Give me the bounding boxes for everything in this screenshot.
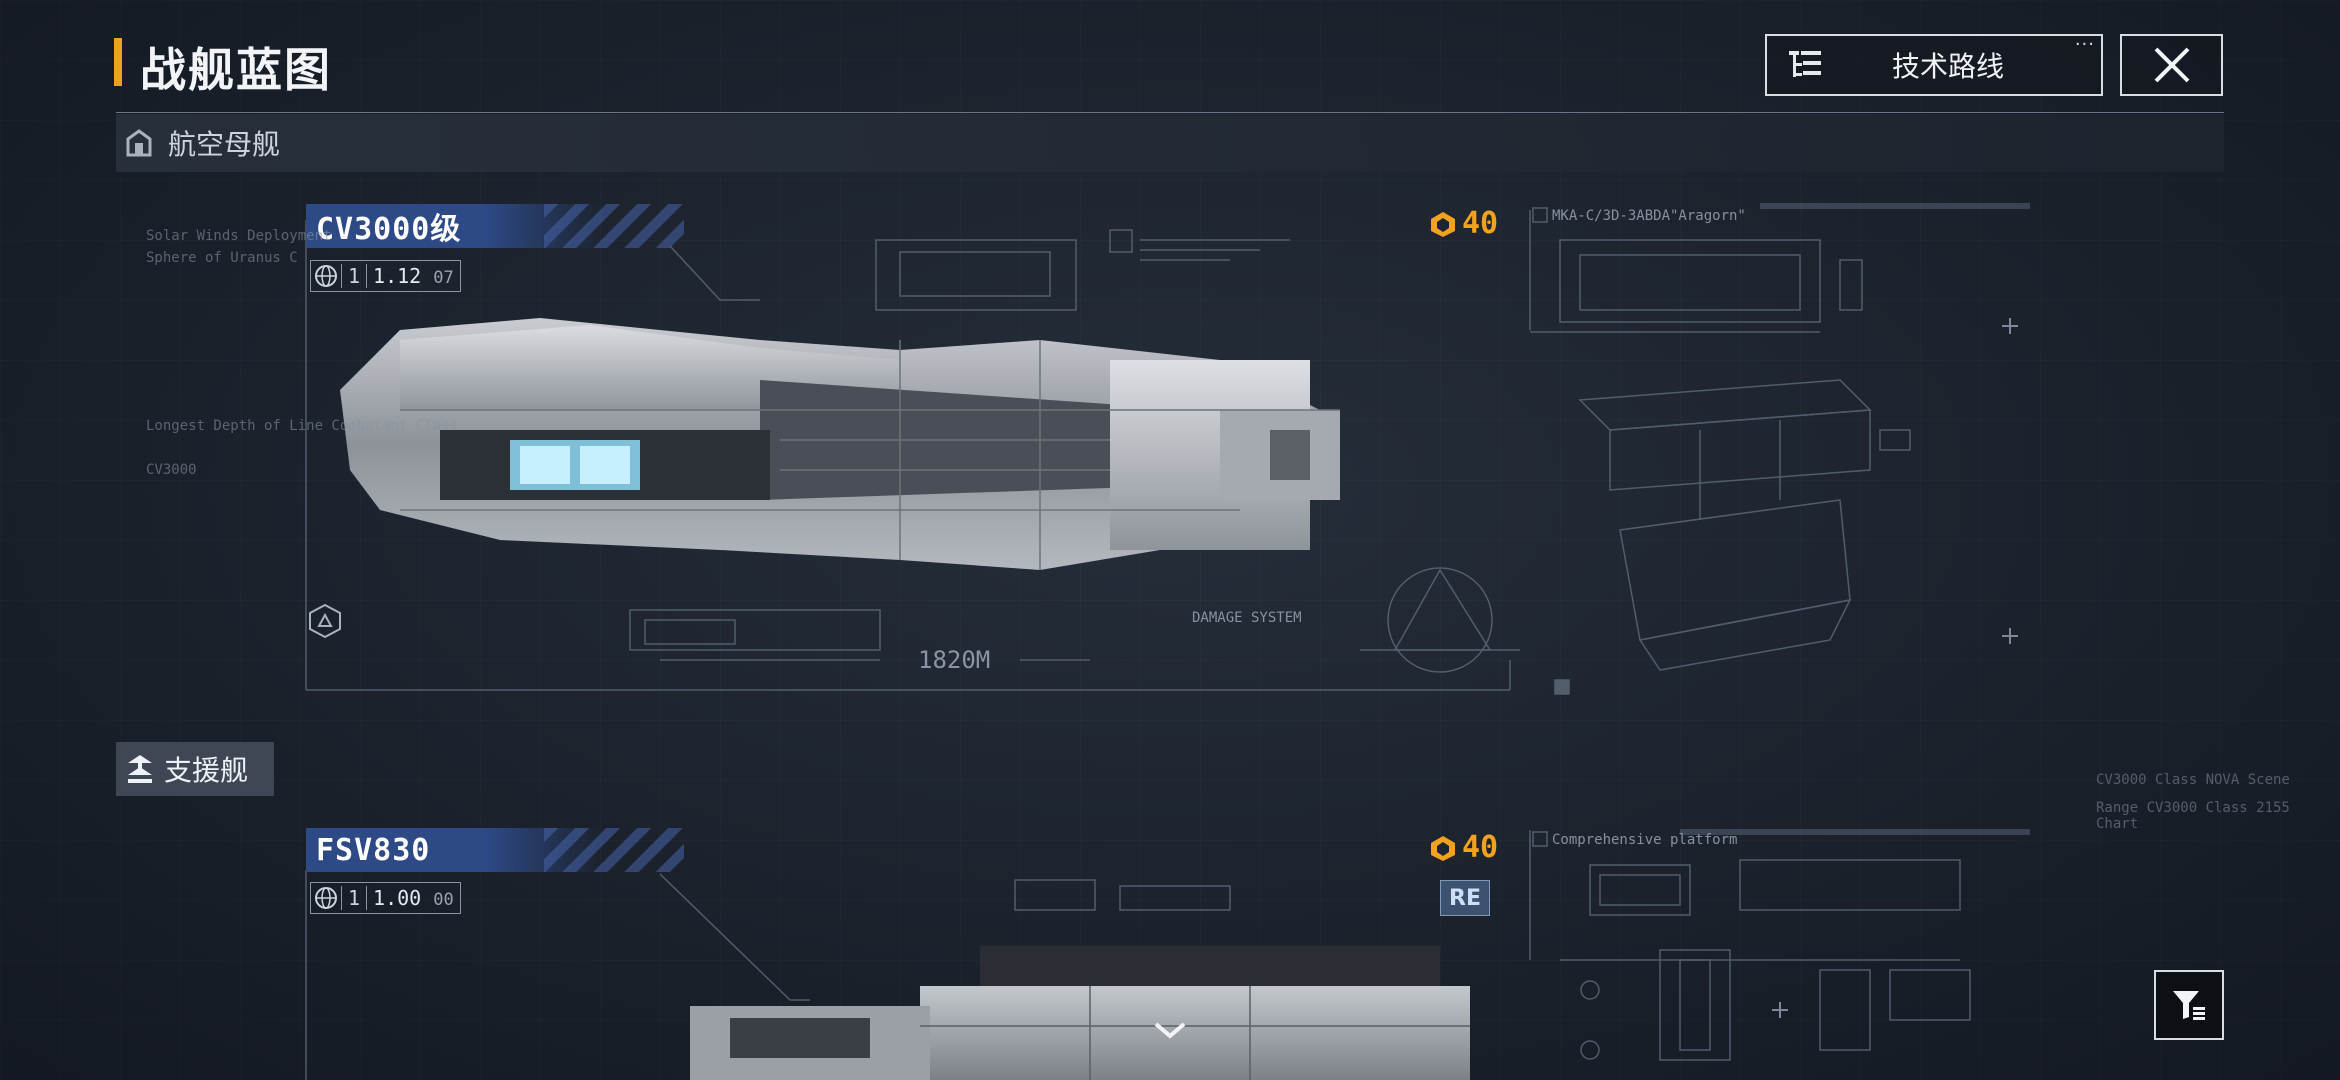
- tree-list-icon: [1789, 51, 1821, 77]
- ship-1-tier: 1: [341, 264, 368, 288]
- triangle-icon: [317, 612, 333, 627]
- ship-2-name-bar[interactable]: FSV830: [306, 828, 684, 872]
- tech-route-button[interactable]: 技术路线 ···: [1765, 34, 2103, 96]
- category-bar-carrier: 航空母舰: [116, 114, 2224, 172]
- ship-1-blueprint-tag: MKA-C/3D-3ABDA"Aragorn": [1552, 208, 1746, 224]
- ship-2-cost-value: 40: [1462, 830, 1499, 865]
- cost-crest-icon: [1431, 835, 1455, 861]
- ship-1-view-toggle[interactable]: [308, 604, 342, 638]
- ship-2-stripes: [544, 828, 684, 872]
- hangar-icon: [126, 129, 152, 157]
- ship-2-caption-1: CV3000 Class NOVA Scene: [2096, 772, 2290, 788]
- filter-button[interactable]: [2154, 970, 2224, 1040]
- ship-2-blueprint-tag: Comprehensive platform: [1552, 832, 1738, 848]
- ship-1-name: CV3000级: [316, 212, 462, 247]
- chevron-down-icon[interactable]: [1150, 1016, 1190, 1046]
- ship-2-re-badge: RE: [1440, 880, 1490, 916]
- ship-2-caption-2: Range CV3000 Class 2155 Chart: [2096, 800, 2290, 832]
- ship-1-caption-2: Sphere of Uranus C: [146, 250, 298, 266]
- ship-1-stats: 1 1.12 07: [310, 260, 461, 292]
- section-tab-support[interactable]: 支援舰: [116, 742, 274, 796]
- corner-dots: ···: [2074, 34, 2095, 55]
- ship-1-version: 1.12 07: [367, 264, 460, 288]
- ship-1-caption-1: Solar Winds Deployment: [146, 228, 332, 244]
- ship-1-cost-value: 40: [1462, 206, 1499, 241]
- ship-2-version-main: 1.00: [373, 886, 422, 910]
- ship-2-cost: 40: [1428, 830, 1498, 865]
- ship-2-stats: 1 1.00 00: [310, 882, 461, 914]
- ship-1-stripes: [544, 204, 684, 248]
- support-ship-icon: [128, 755, 152, 783]
- ship-1-caption-4: CV3000: [146, 462, 197, 478]
- ship-fsv830-model: [690, 946, 1470, 1080]
- filter-icon: [2173, 991, 2205, 1020]
- tech-route-label: 技术路线: [1891, 50, 2004, 83]
- ship-1-caption-3: Longest Depth of Line Combatant Class: [146, 418, 458, 434]
- close-button[interactable]: [2120, 34, 2223, 96]
- ship-1-system-label: DAMAGE SYSTEM: [1192, 610, 1302, 626]
- globe-icon: [315, 887, 337, 909]
- ship-2-version: 1.00 00: [367, 886, 460, 910]
- header-divider: [116, 112, 2224, 113]
- ship-cv3000-model: [340, 318, 1340, 570]
- category-label: 航空母舰: [168, 128, 281, 161]
- ship-1-version-sub: 07: [433, 268, 454, 288]
- ship-1-version-main: 1.12: [373, 264, 422, 288]
- page-title: 战舰蓝图: [140, 43, 332, 97]
- ship-2-version-sub: 00: [433, 890, 454, 910]
- title-accent-bar: [114, 38, 122, 86]
- close-x-icon: [2154, 47, 2189, 83]
- cost-crest-icon: [1431, 211, 1455, 237]
- ship-1-cost: 40: [1428, 206, 1498, 241]
- section-label: 支援舰: [164, 754, 249, 787]
- ship-2-tier: 1: [341, 886, 368, 910]
- globe-icon: [315, 265, 337, 287]
- ship-2-name: FSV830: [316, 832, 431, 868]
- ship-1-length: 1820M: [918, 646, 991, 674]
- ship-1-name-bar[interactable]: CV3000级: [306, 204, 684, 248]
